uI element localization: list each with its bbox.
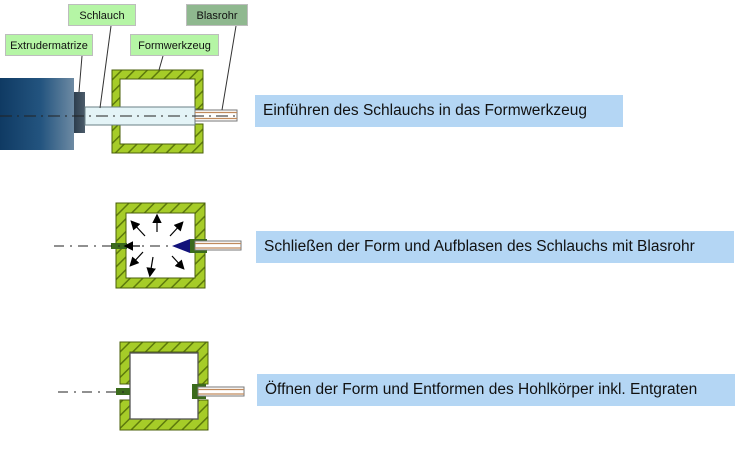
label-extrudermatrize: Extrudermatrize — [5, 34, 93, 56]
mold-bottom-half — [111, 123, 204, 154]
step-2-illustration — [54, 202, 242, 289]
mold-top-half — [111, 69, 204, 110]
blow-pipe-3 — [197, 386, 245, 397]
blow-pipe-2 — [194, 240, 242, 251]
leader-blasrohr — [221, 25, 237, 111]
leader-formwerkzeug — [158, 55, 164, 71]
step-3-description: Öffnen der Form und Entformen des Hohlkö… — [257, 374, 735, 406]
label-schlauch: Schlauch — [68, 4, 136, 26]
hollow-body — [129, 352, 199, 420]
step-1-description: Einführen des Schlauchs in das Formwerkz… — [255, 95, 623, 127]
extruder-body — [0, 78, 74, 150]
step-3-illustration — [58, 341, 245, 431]
blow-arrow-icon — [172, 239, 190, 253]
label-blasrohr: Blasrohr — [186, 4, 248, 26]
leader-extrudermatrize — [78, 55, 83, 93]
step-1-illustration — [0, 25, 238, 154]
label-formwerkzeug: Formwerkzeug — [130, 34, 219, 56]
step-2-description: Schließen der Form und Aufblasen des Sch… — [256, 231, 734, 263]
extruder-die — [74, 92, 85, 133]
leader-schlauch — [99, 25, 112, 109]
mold-open-top — [119, 341, 209, 385]
